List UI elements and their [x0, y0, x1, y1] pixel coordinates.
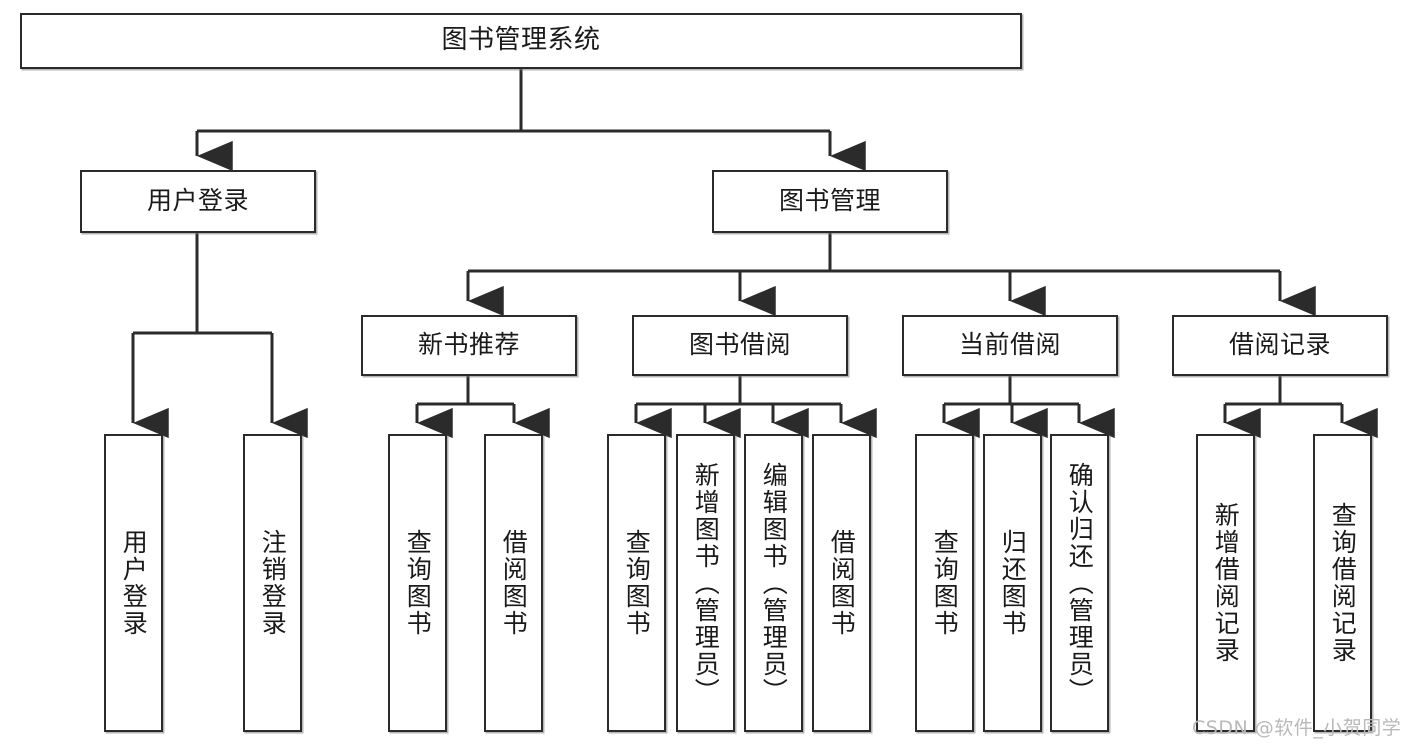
node-leaf-return-book[interactable]: 归还图书: [983, 434, 1042, 732]
node-leaf-borrow-book-1[interactable]: 借阅图书: [484, 434, 543, 732]
node-leaf-logout-login-label: 注销登录: [258, 529, 288, 637]
node-book-borrow[interactable]: 图书借阅: [632, 315, 848, 376]
node-leaf-user-login[interactable]: 用户登录: [104, 434, 163, 732]
node-current-borrow-label: 当前借阅: [958, 330, 1061, 360]
node-leaf-edit-book-label: 编辑图书（管理员）: [759, 461, 789, 705]
node-leaf-user-login-label: 用户登录: [119, 529, 149, 637]
node-leaf-query-record[interactable]: 查询借阅记录: [1313, 434, 1372, 732]
node-book-management[interactable]: 图书管理: [712, 170, 948, 233]
node-new-book-recommend[interactable]: 新书推荐: [361, 315, 577, 376]
node-leaf-add-book[interactable]: 新增图书（管理员）: [676, 434, 735, 732]
node-leaf-query-book-1-label: 查询图书: [403, 529, 433, 637]
node-leaf-return-book-label: 归还图书: [998, 529, 1028, 637]
node-leaf-confirm-return[interactable]: 确认归还（管理员）: [1050, 434, 1109, 732]
node-leaf-query-book-2[interactable]: 查询图书: [607, 434, 666, 732]
node-leaf-query-book-1[interactable]: 查询图书: [388, 434, 447, 732]
node-book-borrow-label: 图书借阅: [688, 330, 791, 360]
node-leaf-query-record-label: 查询借阅记录: [1328, 502, 1358, 664]
node-leaf-query-book-2-label: 查询图书: [622, 529, 652, 637]
csdn-watermark: CSDN @软件_小贺同学: [1192, 717, 1402, 739]
node-leaf-add-book-label: 新增图书（管理员）: [691, 461, 721, 705]
node-borrow-record[interactable]: 借阅记录: [1172, 315, 1388, 376]
node-leaf-edit-book[interactable]: 编辑图书（管理员）: [744, 434, 803, 732]
node-leaf-add-record-label: 新增借阅记录: [1211, 502, 1241, 664]
node-leaf-confirm-return-label: 确认归还（管理员）: [1065, 461, 1095, 705]
node-current-borrow[interactable]: 当前借阅: [902, 315, 1118, 376]
node-user-login-label: 用户登录: [146, 186, 249, 216]
node-root[interactable]: 图书管理系统: [20, 13, 1022, 69]
node-root-label: 图书管理系统: [441, 25, 601, 56]
node-borrow-record-label: 借阅记录: [1228, 330, 1331, 360]
node-leaf-borrow-book-1-label: 借阅图书: [499, 529, 529, 637]
node-new-book-recommend-label: 新书推荐: [417, 330, 520, 360]
node-leaf-logout-login[interactable]: 注销登录: [243, 434, 302, 732]
node-leaf-borrow-book-2[interactable]: 借阅图书: [812, 434, 871, 732]
node-book-management-label: 图书管理: [778, 186, 881, 216]
node-leaf-query-book-3-label: 查询图书: [930, 529, 960, 637]
node-user-login[interactable]: 用户登录: [80, 170, 316, 233]
node-leaf-add-record[interactable]: 新增借阅记录: [1196, 434, 1255, 732]
node-leaf-borrow-book-2-label: 借阅图书: [827, 529, 857, 637]
node-leaf-query-book-3[interactable]: 查询图书: [915, 434, 974, 732]
